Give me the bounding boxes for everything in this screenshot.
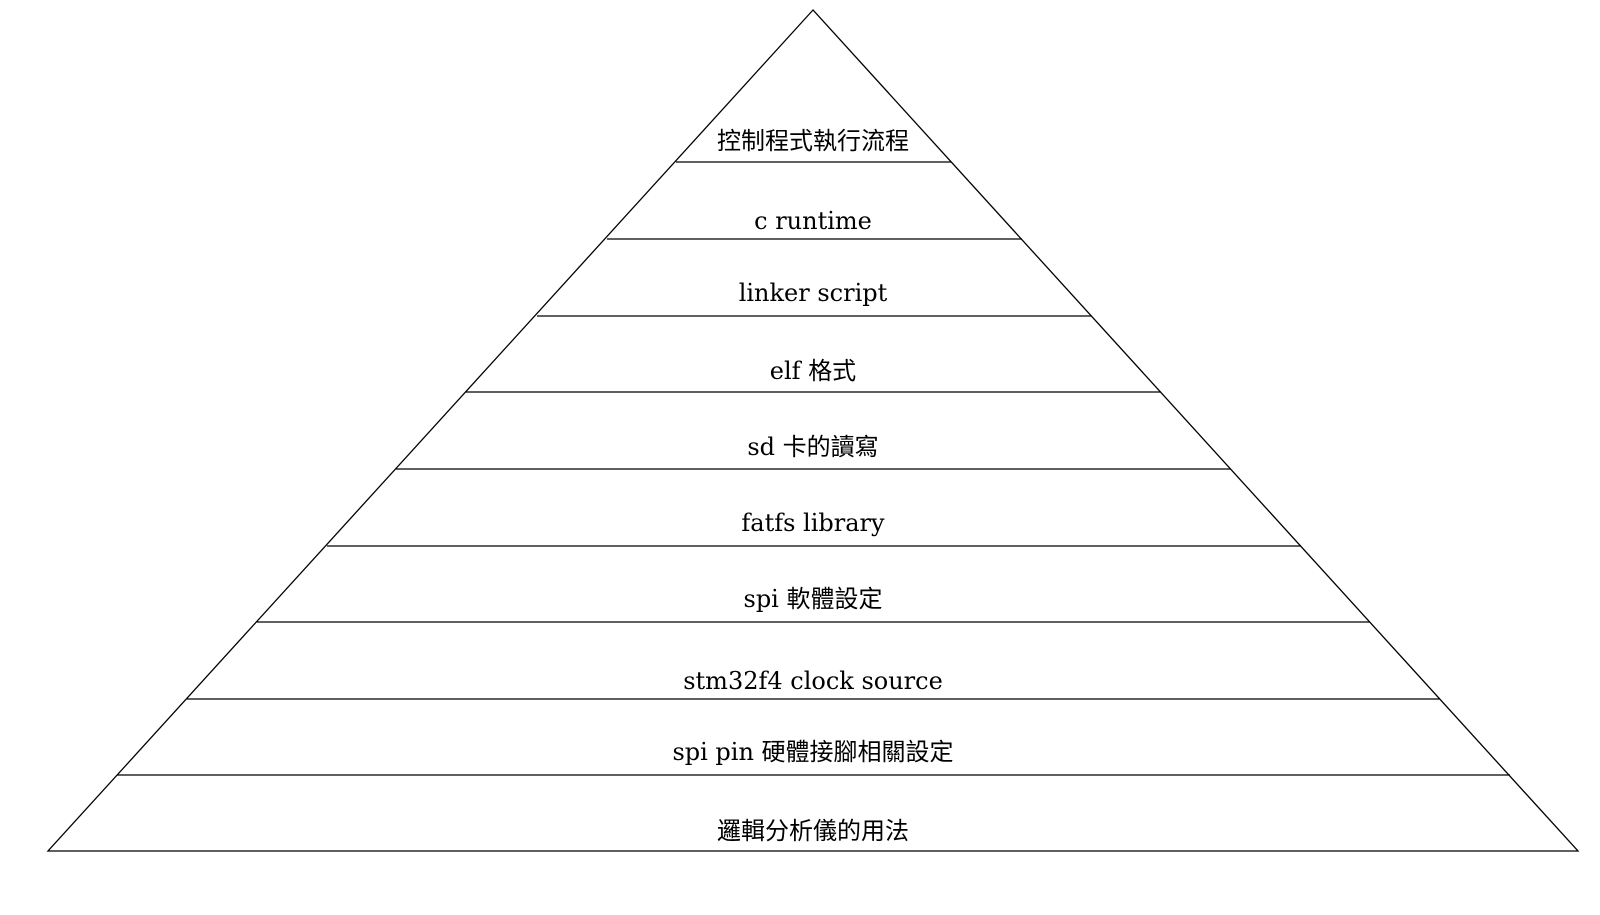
layer-label-2: c runtime [754, 207, 872, 235]
layer-label-7: spi 軟體設定 [744, 585, 883, 613]
layer-label-9: spi pin 硬體接腳相關設定 [672, 738, 953, 766]
layer-label-8: stm32f4 clock source [683, 667, 943, 695]
layer-label-10: 邏輯分析儀的用法 [717, 817, 909, 845]
pyramid-outline [46, 9, 1580, 852]
layer-label-4: elf 格式 [770, 357, 856, 385]
layer-label-3: linker script [739, 279, 888, 307]
layer-label-1: 控制程式執行流程 [717, 127, 909, 155]
layer-label-5: sd 卡的讀寫 [747, 433, 878, 461]
layer-label-6: fatfs library [741, 509, 885, 537]
